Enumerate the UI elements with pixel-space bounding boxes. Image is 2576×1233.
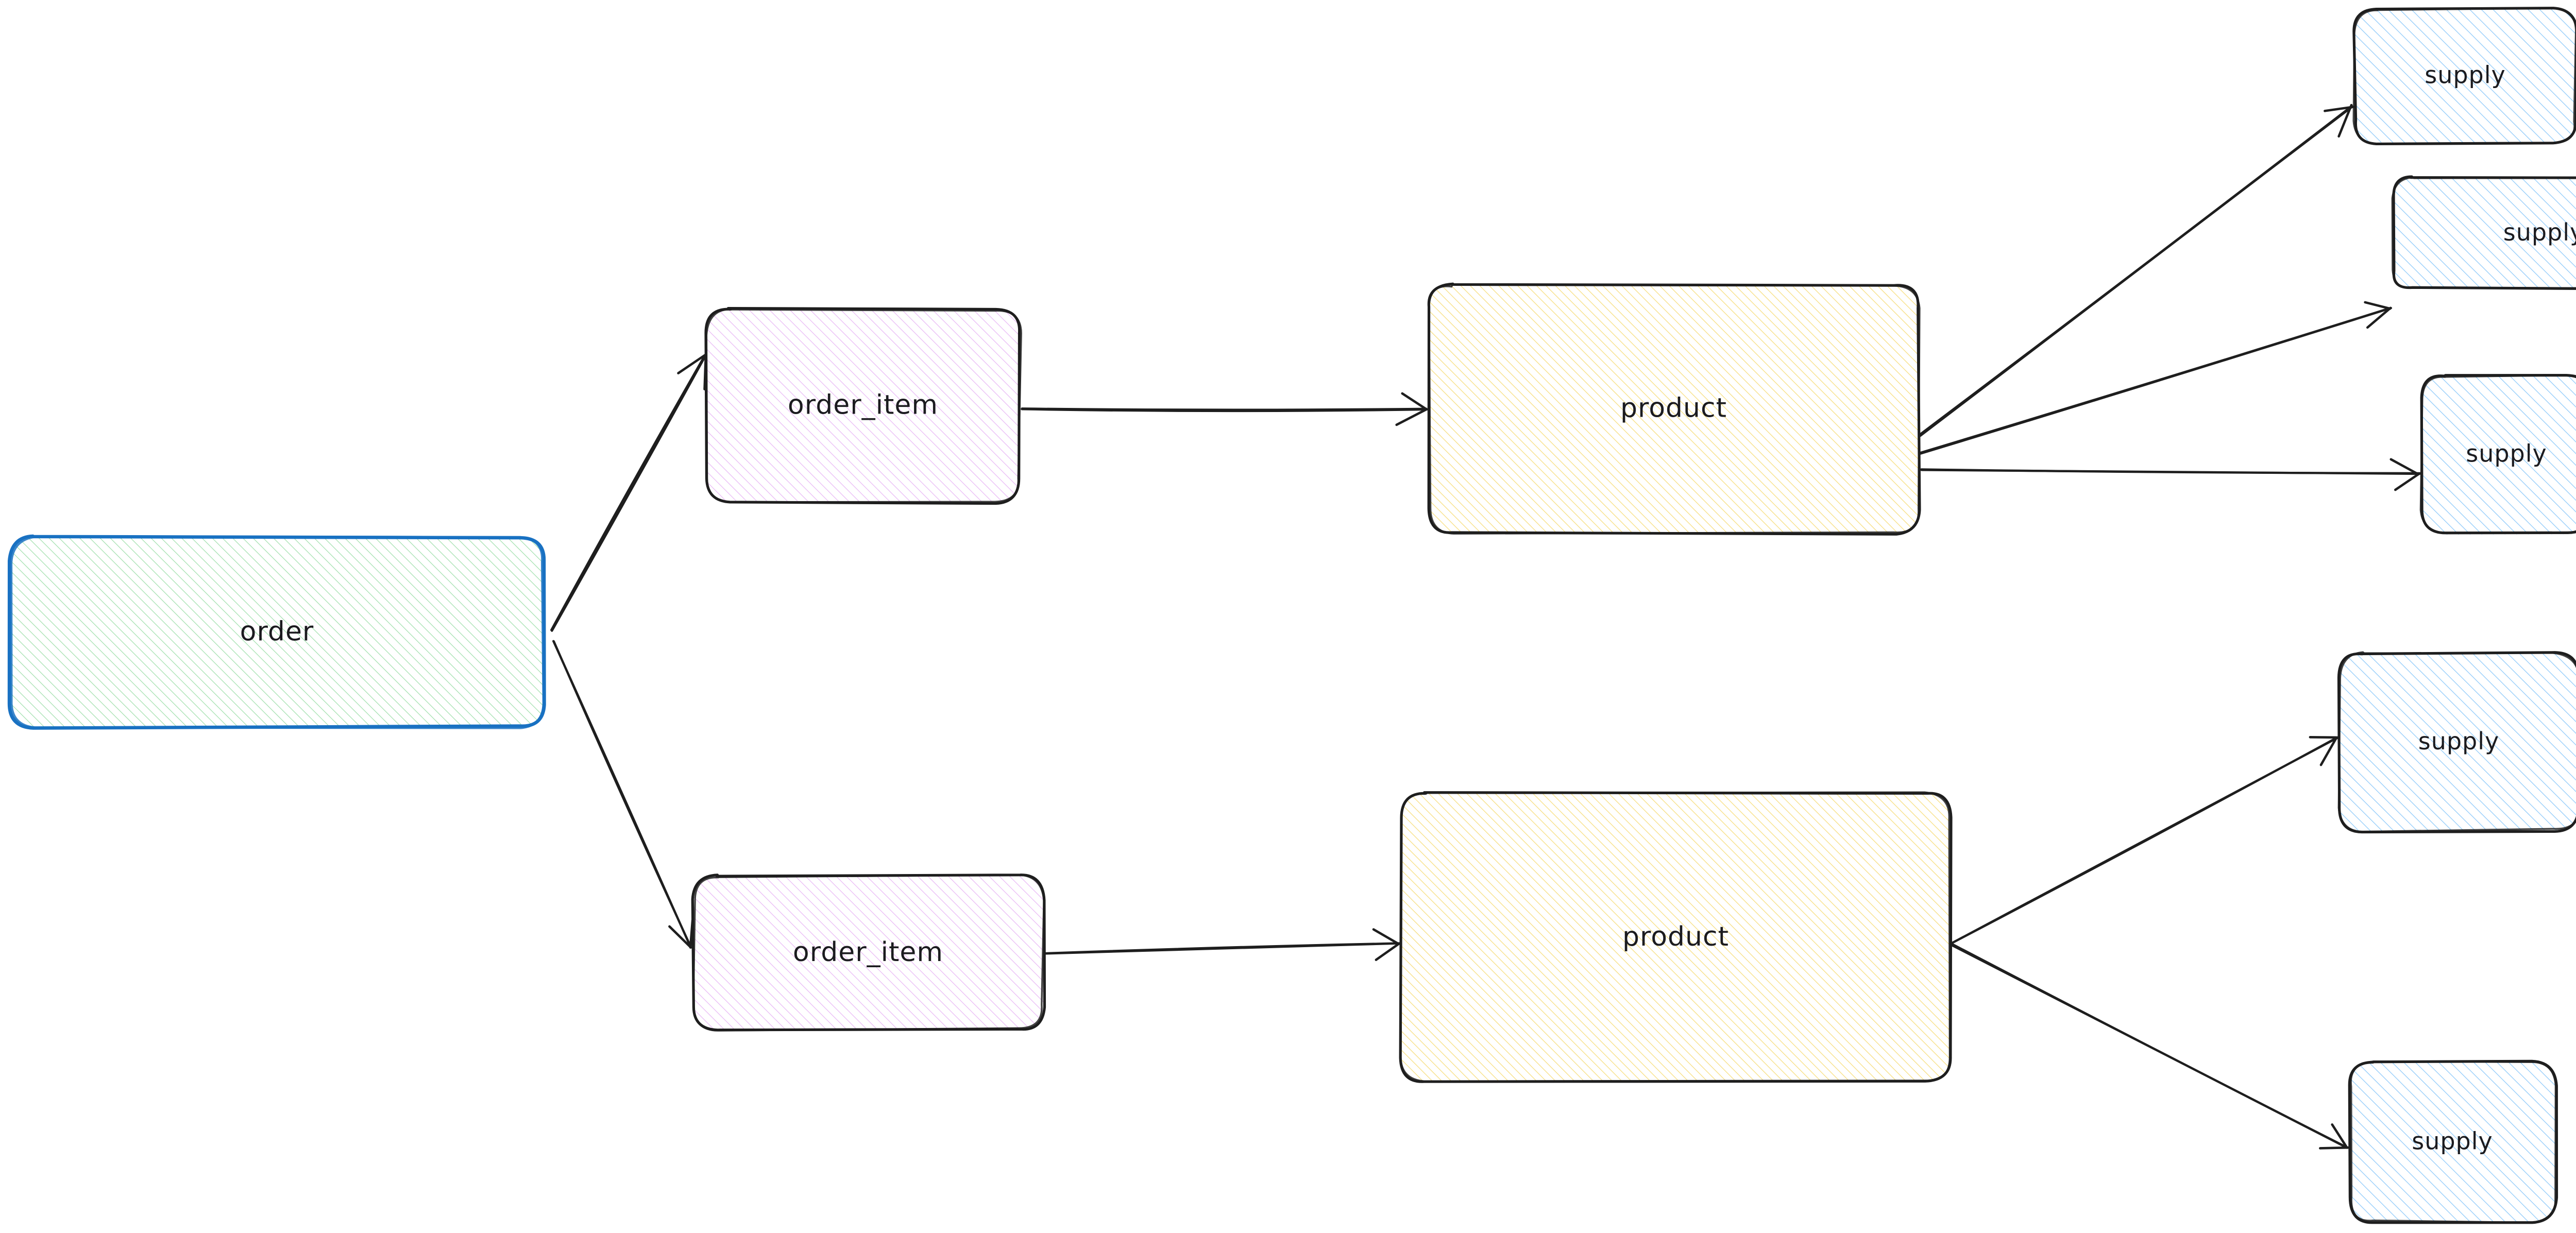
node-supply_3[interactable]: supply [2419, 374, 2576, 535]
node-order[interactable]: order [7, 534, 546, 730]
node-outline-sketch [705, 309, 1022, 503]
node-order_item_1[interactable]: order_item [704, 307, 1022, 505]
node-outline-sketch [2391, 177, 2576, 289]
node-label: order [240, 616, 314, 647]
node-label: product [1620, 393, 1727, 424]
node-outline-sketch [2419, 374, 2576, 535]
node-fill [2349, 1062, 2556, 1222]
node-product_1[interactable]: product [1427, 282, 1921, 536]
node-outline-sketch [1428, 283, 1921, 535]
edge-product_1-to-supply_2[interactable] [1918, 301, 2393, 455]
node-supply_4[interactable]: supply [2337, 651, 2576, 834]
node-outline-sketch [2337, 651, 2576, 833]
node-order_item_2[interactable]: order_item [691, 874, 1046, 1032]
node-label: supply [2503, 218, 2576, 246]
node-label: product [1622, 921, 1729, 952]
node-outline-sketch [2350, 1060, 2557, 1224]
node-outline-sketch [2352, 7, 2576, 145]
node-outline-sketch [692, 874, 1045, 1032]
node-label: supply [2412, 1127, 2493, 1155]
edge-order-to-order_item_1[interactable] [550, 353, 707, 632]
node-fill [1428, 283, 1920, 534]
edge-order_item_1-to-product_1[interactable] [1021, 392, 1428, 426]
node-fill [1401, 792, 1951, 1083]
node-label: supply [2418, 727, 2500, 755]
node-label: supply [2466, 440, 2547, 468]
edges-layer [550, 104, 2421, 1150]
node-fill [705, 309, 1020, 503]
node-fill [692, 876, 1044, 1030]
node-fill [2421, 375, 2576, 535]
node-fill [2339, 652, 2576, 831]
node-supply_2[interactable]: supply [2391, 175, 2576, 290]
edge-order-to-order_item_2[interactable] [552, 640, 694, 949]
node-fill [2393, 177, 2576, 288]
node-product_2[interactable]: product [1399, 791, 1953, 1083]
node-fill [10, 536, 545, 728]
node-label: order_item [793, 937, 943, 968]
node-supply_5[interactable]: supply [2348, 1059, 2558, 1224]
node-label: supply [2425, 61, 2506, 89]
node-label: order_item [788, 390, 938, 421]
node-outline-sketch [1400, 791, 1951, 1083]
edge-product_1-to-supply_1[interactable] [1919, 104, 2355, 437]
nodes-layer: orderorder_itemorder_itemproductproducts… [7, 7, 2576, 1224]
edge-product_2-to-supply_4[interactable] [1950, 736, 2339, 945]
node-supply_1[interactable]: supply [2352, 7, 2576, 146]
edge-order_item_2-to-product_2[interactable] [1043, 928, 1401, 961]
edge-product_2-to-supply_5[interactable] [1951, 943, 2349, 1150]
node-outline-sketch [10, 535, 545, 729]
node-fill [2353, 8, 2576, 143]
edge-product_1-to-supply_3[interactable] [1920, 458, 2421, 491]
